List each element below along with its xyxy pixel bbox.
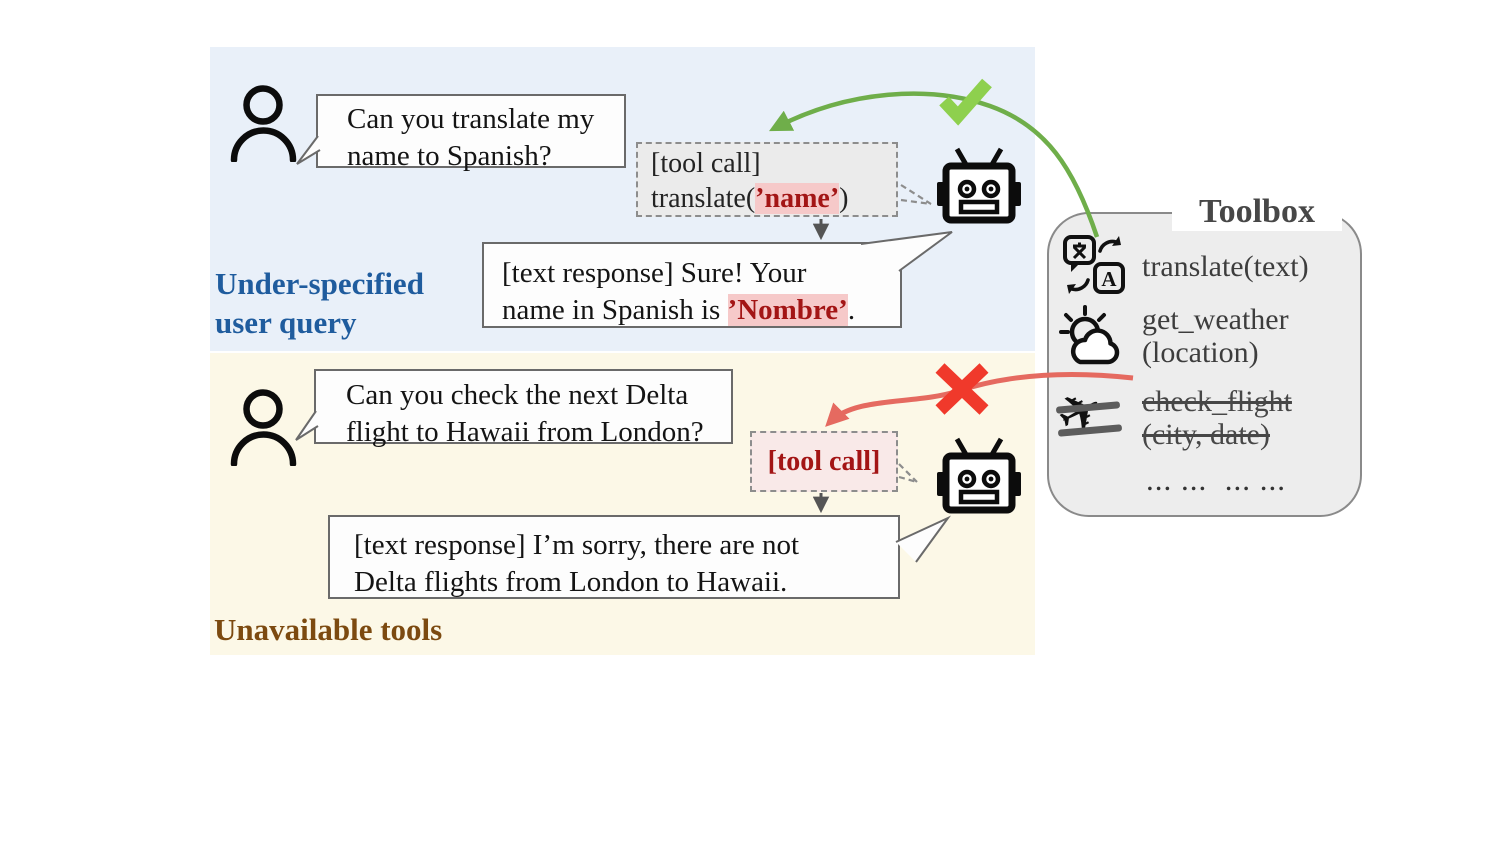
response-highlight: ’Nombre’: [727, 294, 848, 326]
bubble-text: name to Spanish?: [347, 140, 552, 172]
tool-line: (city, date): [1142, 418, 1270, 451]
bubble-text: flight to Hawaii from London?: [346, 416, 704, 448]
response-suffix: .: [847, 294, 856, 326]
response-prefix: name in Spanish is: [502, 294, 728, 326]
user-query-bubble: Can you check the next Delta flight to H…: [314, 369, 733, 448]
tool-item-translate: translate(text): [1142, 250, 1309, 283]
underspecified-label: Under-specified user query: [215, 264, 424, 342]
flight-crossed-icon: ✈: [1046, 374, 1126, 451]
response-bubble: [text response] Sure! Your name in Spani…: [482, 242, 902, 328]
tool-line: check_flight: [1142, 385, 1292, 418]
bubble-text: Can you translate my: [347, 103, 595, 135]
call-prefix: translate(: [651, 183, 756, 214]
call-suffix: ): [839, 183, 849, 214]
svg-text:A: A: [1101, 267, 1117, 291]
toolbox-title: Toolbox: [1172, 194, 1342, 231]
user-query-bubble: Can you translate my name to Spanish?: [316, 94, 626, 172]
robot-icon: [937, 437, 1021, 514]
response-bubble: [text response] I’m sorry, there are not…: [328, 515, 900, 599]
tool-call-code: translate(’name’): [651, 181, 896, 216]
tool-call-tag: [tool call]: [651, 148, 761, 179]
robot-icon: [937, 147, 1021, 224]
user-icon: [230, 389, 297, 466]
bubble-text: Can you check the next Delta: [346, 379, 689, 411]
response-text: Delta flights from London to Hawaii.: [354, 566, 788, 598]
tool-call-box-blocked: [tool call]: [750, 431, 898, 492]
tool-call-box: [tool call] translate(’name’): [636, 142, 898, 217]
response-text: [text response] I’m sorry, there are not: [354, 529, 800, 561]
user-icon: [230, 85, 297, 162]
call-arg-highlight: ’name’: [755, 183, 840, 214]
weather-icon: [1059, 305, 1120, 365]
label-line: Under-specified: [215, 266, 424, 301]
toolbox-more-dots: ... ... ... ...: [1146, 462, 1286, 497]
tool-item-get-weather: get_weather (location): [1142, 303, 1289, 369]
response-text: name in Spanish is ’Nombre’.: [502, 292, 900, 329]
response-text: [text response] Sure! Your: [502, 257, 807, 289]
tool-line: (location): [1142, 336, 1259, 369]
translate-icon: A: [1063, 235, 1125, 294]
tool-item-check-flight: check_flight (city, date): [1142, 385, 1292, 451]
unavailable-label: Unavailable tools: [214, 612, 443, 647]
label-line: user query: [215, 305, 357, 340]
tool-line: get_weather: [1142, 303, 1289, 336]
